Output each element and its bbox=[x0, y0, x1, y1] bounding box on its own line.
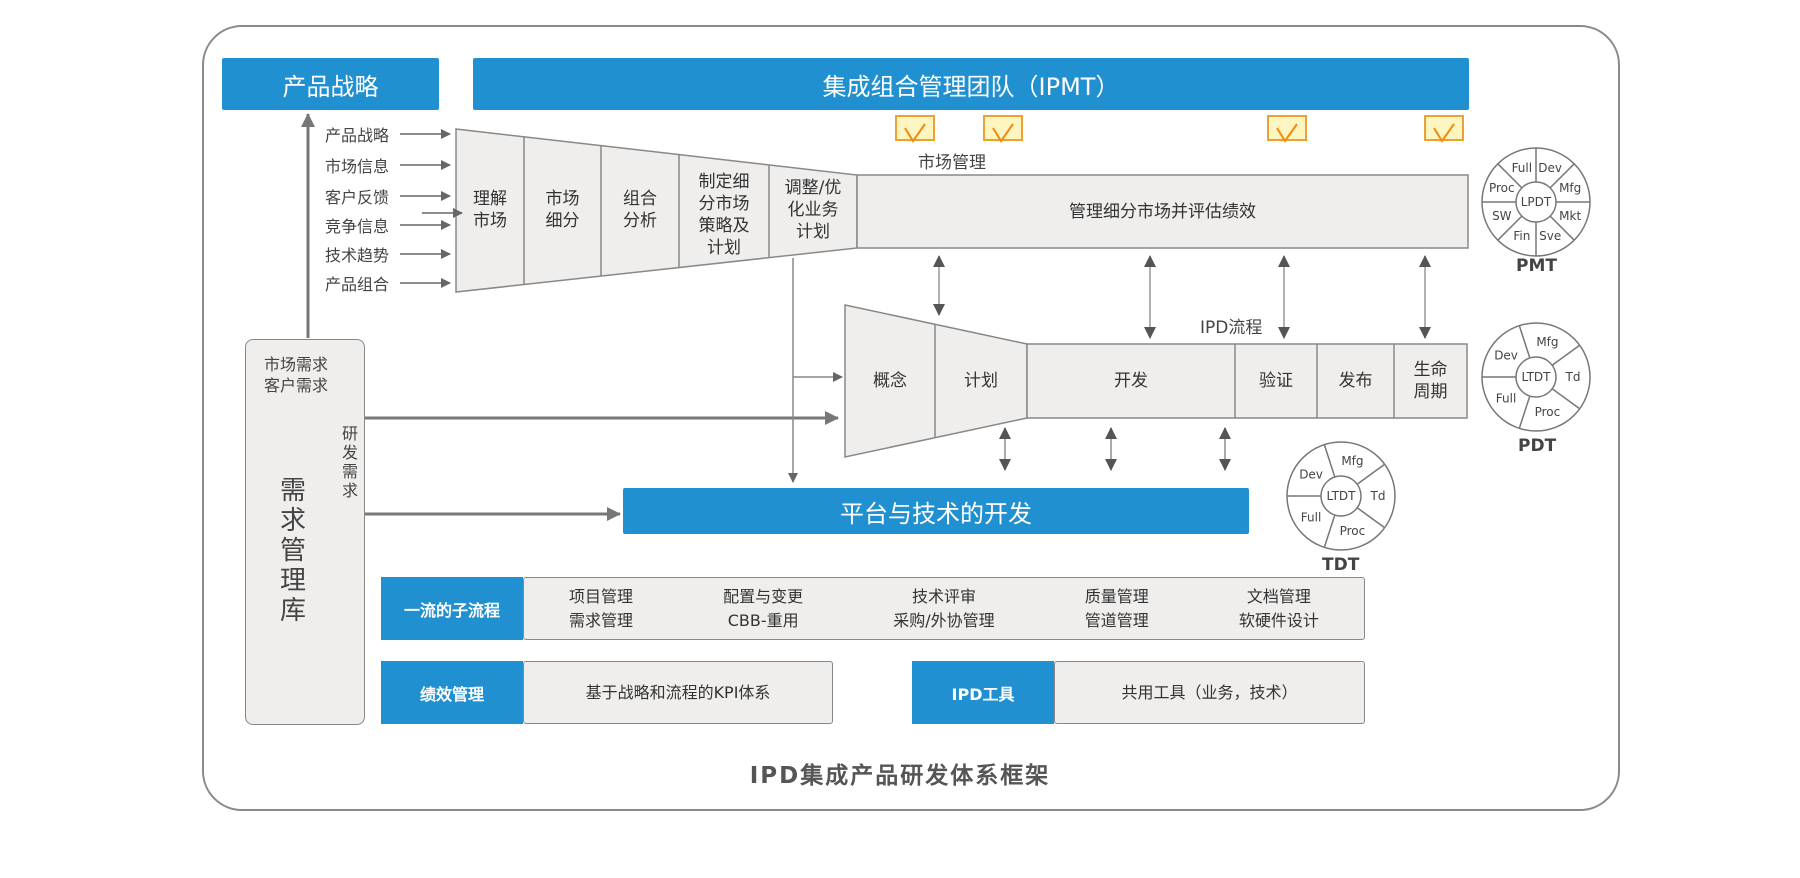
pdt-divider bbox=[1518, 395, 1531, 429]
pdt-divider bbox=[1518, 325, 1531, 359]
manage-segment-box bbox=[856, 174, 1469, 249]
subflow-label: 一流的子流程 bbox=[381, 577, 523, 640]
ipd-step-develop: 开发 bbox=[1114, 371, 1148, 391]
pdt-segment-label: Td bbox=[1565, 370, 1581, 384]
pdt-segment-label: Full bbox=[1496, 392, 1517, 406]
pmt-segment-label: Fin bbox=[1513, 229, 1530, 243]
input-competition-info: 竞争信息 bbox=[325, 217, 390, 236]
tdt-segment-label: Td bbox=[1370, 489, 1386, 503]
step-market-segmentation: 市场 细分 bbox=[545, 189, 580, 231]
pmt-divider bbox=[1549, 163, 1575, 189]
ipd-tools-label: IPD工具 bbox=[912, 661, 1054, 724]
pmt-segment-label: Full bbox=[1512, 161, 1533, 175]
market-management-label: 市场管理 bbox=[918, 153, 986, 173]
performance-label: 绩效管理 bbox=[381, 661, 523, 724]
subflow-item: 管道管理 bbox=[1084, 610, 1149, 630]
subflow-item: 需求管理 bbox=[569, 610, 634, 630]
input-market-info: 市场信息 bbox=[325, 157, 390, 176]
pmt-segment-label: Sve bbox=[1539, 229, 1561, 243]
step-segment-strategy: 制定细 分市场 策略及 计划 bbox=[698, 172, 750, 258]
input-product-portfolio: 产品组合 bbox=[325, 275, 390, 294]
ipd-tools-text: 共用工具（业务，技术） bbox=[1054, 661, 1365, 724]
pmt-divider bbox=[1497, 215, 1523, 241]
subflow-col: 配置与变更 CBB-重用 bbox=[723, 585, 803, 633]
tdt-divider bbox=[1356, 507, 1386, 529]
pdt-segment-label: Mfg bbox=[1536, 335, 1558, 349]
performance-text: 基于战略和流程的KPI体系 bbox=[523, 661, 833, 724]
pdt-segment-label: Dev bbox=[1494, 348, 1518, 362]
subflow-item: 项目管理 bbox=[569, 586, 634, 606]
subflow-col: 技术评审采购/外协管理 bbox=[893, 585, 994, 633]
subflow-item: 文档管理 bbox=[1246, 586, 1311, 606]
ipmt-bar: 集成组合管理团队（IPMT） bbox=[473, 58, 1469, 110]
pdt-divider bbox=[1551, 344, 1581, 366]
ipd-step-plan: 计划 bbox=[964, 371, 998, 391]
pdt-segment-label: Proc bbox=[1535, 405, 1561, 419]
input-customer-feedback: 客户反馈 bbox=[325, 188, 390, 207]
tdt-label: TDT bbox=[1322, 555, 1360, 575]
manage-segment-label: 管理细分市场并评估绩效 bbox=[1069, 201, 1256, 222]
subflow-item: 技术评审 bbox=[911, 586, 976, 606]
outer-frame bbox=[202, 25, 1620, 811]
market-customer-needs: 市场需求 客户需求 bbox=[264, 355, 329, 395]
tdt-center-label: LTDT bbox=[1327, 489, 1357, 503]
subflow-items: 项目管理需求管理 配置与变更 CBB-重用 技术评审采购/外协管理 质量管理管道管… bbox=[523, 577, 1365, 640]
product-strategy-box: 产品战略 bbox=[222, 58, 439, 110]
tdt-divider bbox=[1356, 463, 1386, 485]
step-understand-market: 理解 市场 bbox=[473, 189, 507, 231]
pdt-center-label: LTDT bbox=[1522, 370, 1552, 384]
pmt-divider bbox=[1549, 215, 1575, 241]
pmt-label: PMT bbox=[1516, 256, 1557, 276]
pmt-segment-label: Dev bbox=[1538, 161, 1562, 175]
subflow-col: 项目管理需求管理 bbox=[569, 585, 633, 633]
step-optimize-plan: 调整/优 化业务 计划 bbox=[784, 178, 842, 242]
requirements-library-title: 需 求 管 理 库 bbox=[280, 476, 307, 626]
step-portfolio-analysis: 组合 分析 bbox=[623, 189, 657, 231]
pdt-label: PDT bbox=[1518, 436, 1557, 456]
input-product-strategy: 产品战略 bbox=[325, 126, 390, 145]
ipd-flow-label: IPD流程 bbox=[1200, 318, 1263, 338]
pmt-segment-label: Mfg bbox=[1559, 181, 1581, 195]
tdt-segment-label: Proc bbox=[1340, 524, 1366, 538]
subflow-item: 采购/外协管理 bbox=[893, 610, 995, 630]
tdt-divider bbox=[1323, 514, 1336, 548]
subflow-item: 软硬件设计 bbox=[1238, 610, 1319, 630]
subflow-col: 文档管理软硬件设计 bbox=[1239, 585, 1319, 633]
subflow-item: CBB-重用 bbox=[727, 610, 799, 630]
tdt-segment-label: Mfg bbox=[1341, 454, 1363, 468]
pmt-divider bbox=[1497, 163, 1523, 189]
pdt-divider bbox=[1551, 388, 1581, 410]
ipd-step-release: 发布 bbox=[1338, 371, 1373, 391]
rd-needs: 研 发 需 求 bbox=[342, 424, 359, 500]
subflow-item: 质量管理 bbox=[1084, 586, 1149, 606]
pdt-inner-ring bbox=[1515, 356, 1557, 398]
pmt-segment-label: SW bbox=[1492, 209, 1512, 223]
pmt-segment-label: Mkt bbox=[1559, 209, 1581, 223]
pmt-center-label: LPDT bbox=[1521, 195, 1552, 209]
pmt-inner-ring bbox=[1515, 181, 1557, 223]
pmt-segment-label: Proc bbox=[1489, 181, 1515, 195]
ipd-step-lifecycle: 生命 周期 bbox=[1413, 360, 1448, 402]
ipd-step-concept: 概念 bbox=[873, 371, 907, 391]
subflow-item: 配置与变更 bbox=[723, 586, 804, 606]
subflow-col: 质量管理管道管理 bbox=[1085, 585, 1149, 633]
ipd-step-verify: 验证 bbox=[1259, 371, 1293, 391]
input-tech-trends: 技术趋势 bbox=[325, 246, 390, 265]
tdt-segment-label: Full bbox=[1301, 511, 1322, 525]
diagram-title: IPD集成产品研发体系框架 bbox=[749, 763, 1051, 789]
tdt-segment-label: Dev bbox=[1299, 467, 1323, 481]
tdt-inner-ring bbox=[1320, 475, 1362, 517]
platform-tech-bar: 平台与技术的开发 bbox=[623, 488, 1249, 534]
tdt-divider bbox=[1323, 444, 1336, 478]
requirements-library-box: 市场需求 客户需求 研 发 需 求 需 求 管 理 库 bbox=[245, 339, 365, 725]
